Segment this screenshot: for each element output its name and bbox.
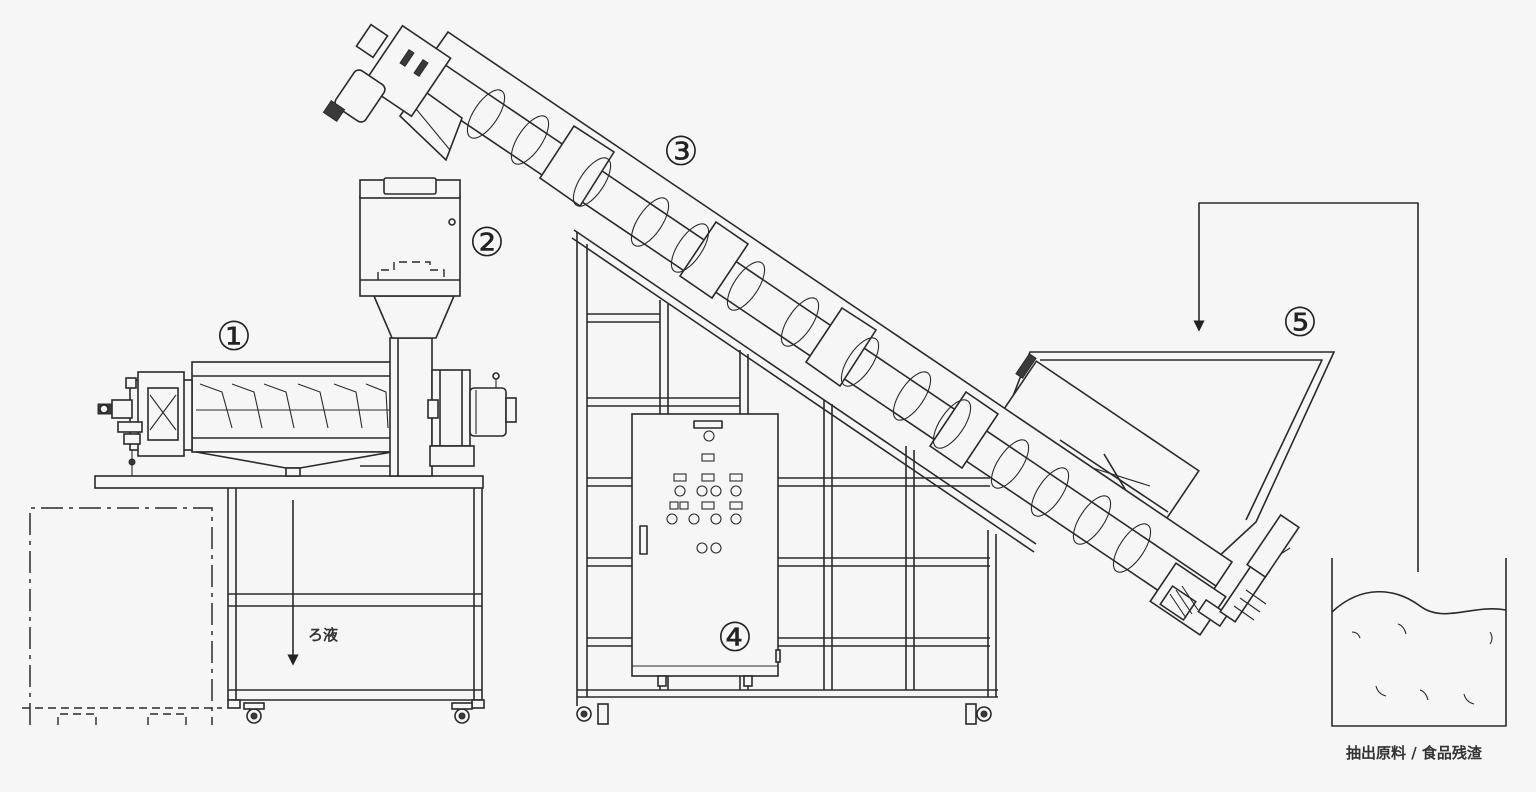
caster-right — [451, 699, 485, 724]
return-arrow — [1193, 202, 1419, 572]
callout-5: ⑤ — [1282, 300, 1318, 346]
collection-box — [22, 507, 222, 725]
inclined-conveyor — [322, 23, 1336, 725]
material-container — [1331, 558, 1507, 727]
callout-3: ③ — [663, 129, 699, 175]
filtrate-label: ろ液 — [308, 626, 339, 644]
caster-left — [227, 699, 265, 724]
callout-2: ② — [469, 220, 505, 266]
control-panel — [631, 413, 781, 687]
callout-4: ④ — [717, 615, 753, 661]
caster-conveyor-right — [965, 703, 992, 725]
callout-1: ① — [216, 314, 252, 360]
caster-conveyor-left — [576, 697, 609, 725]
screw-press — [94, 177, 517, 724]
material-label: 抽出原料 / 食品残渣 — [1346, 744, 1483, 762]
